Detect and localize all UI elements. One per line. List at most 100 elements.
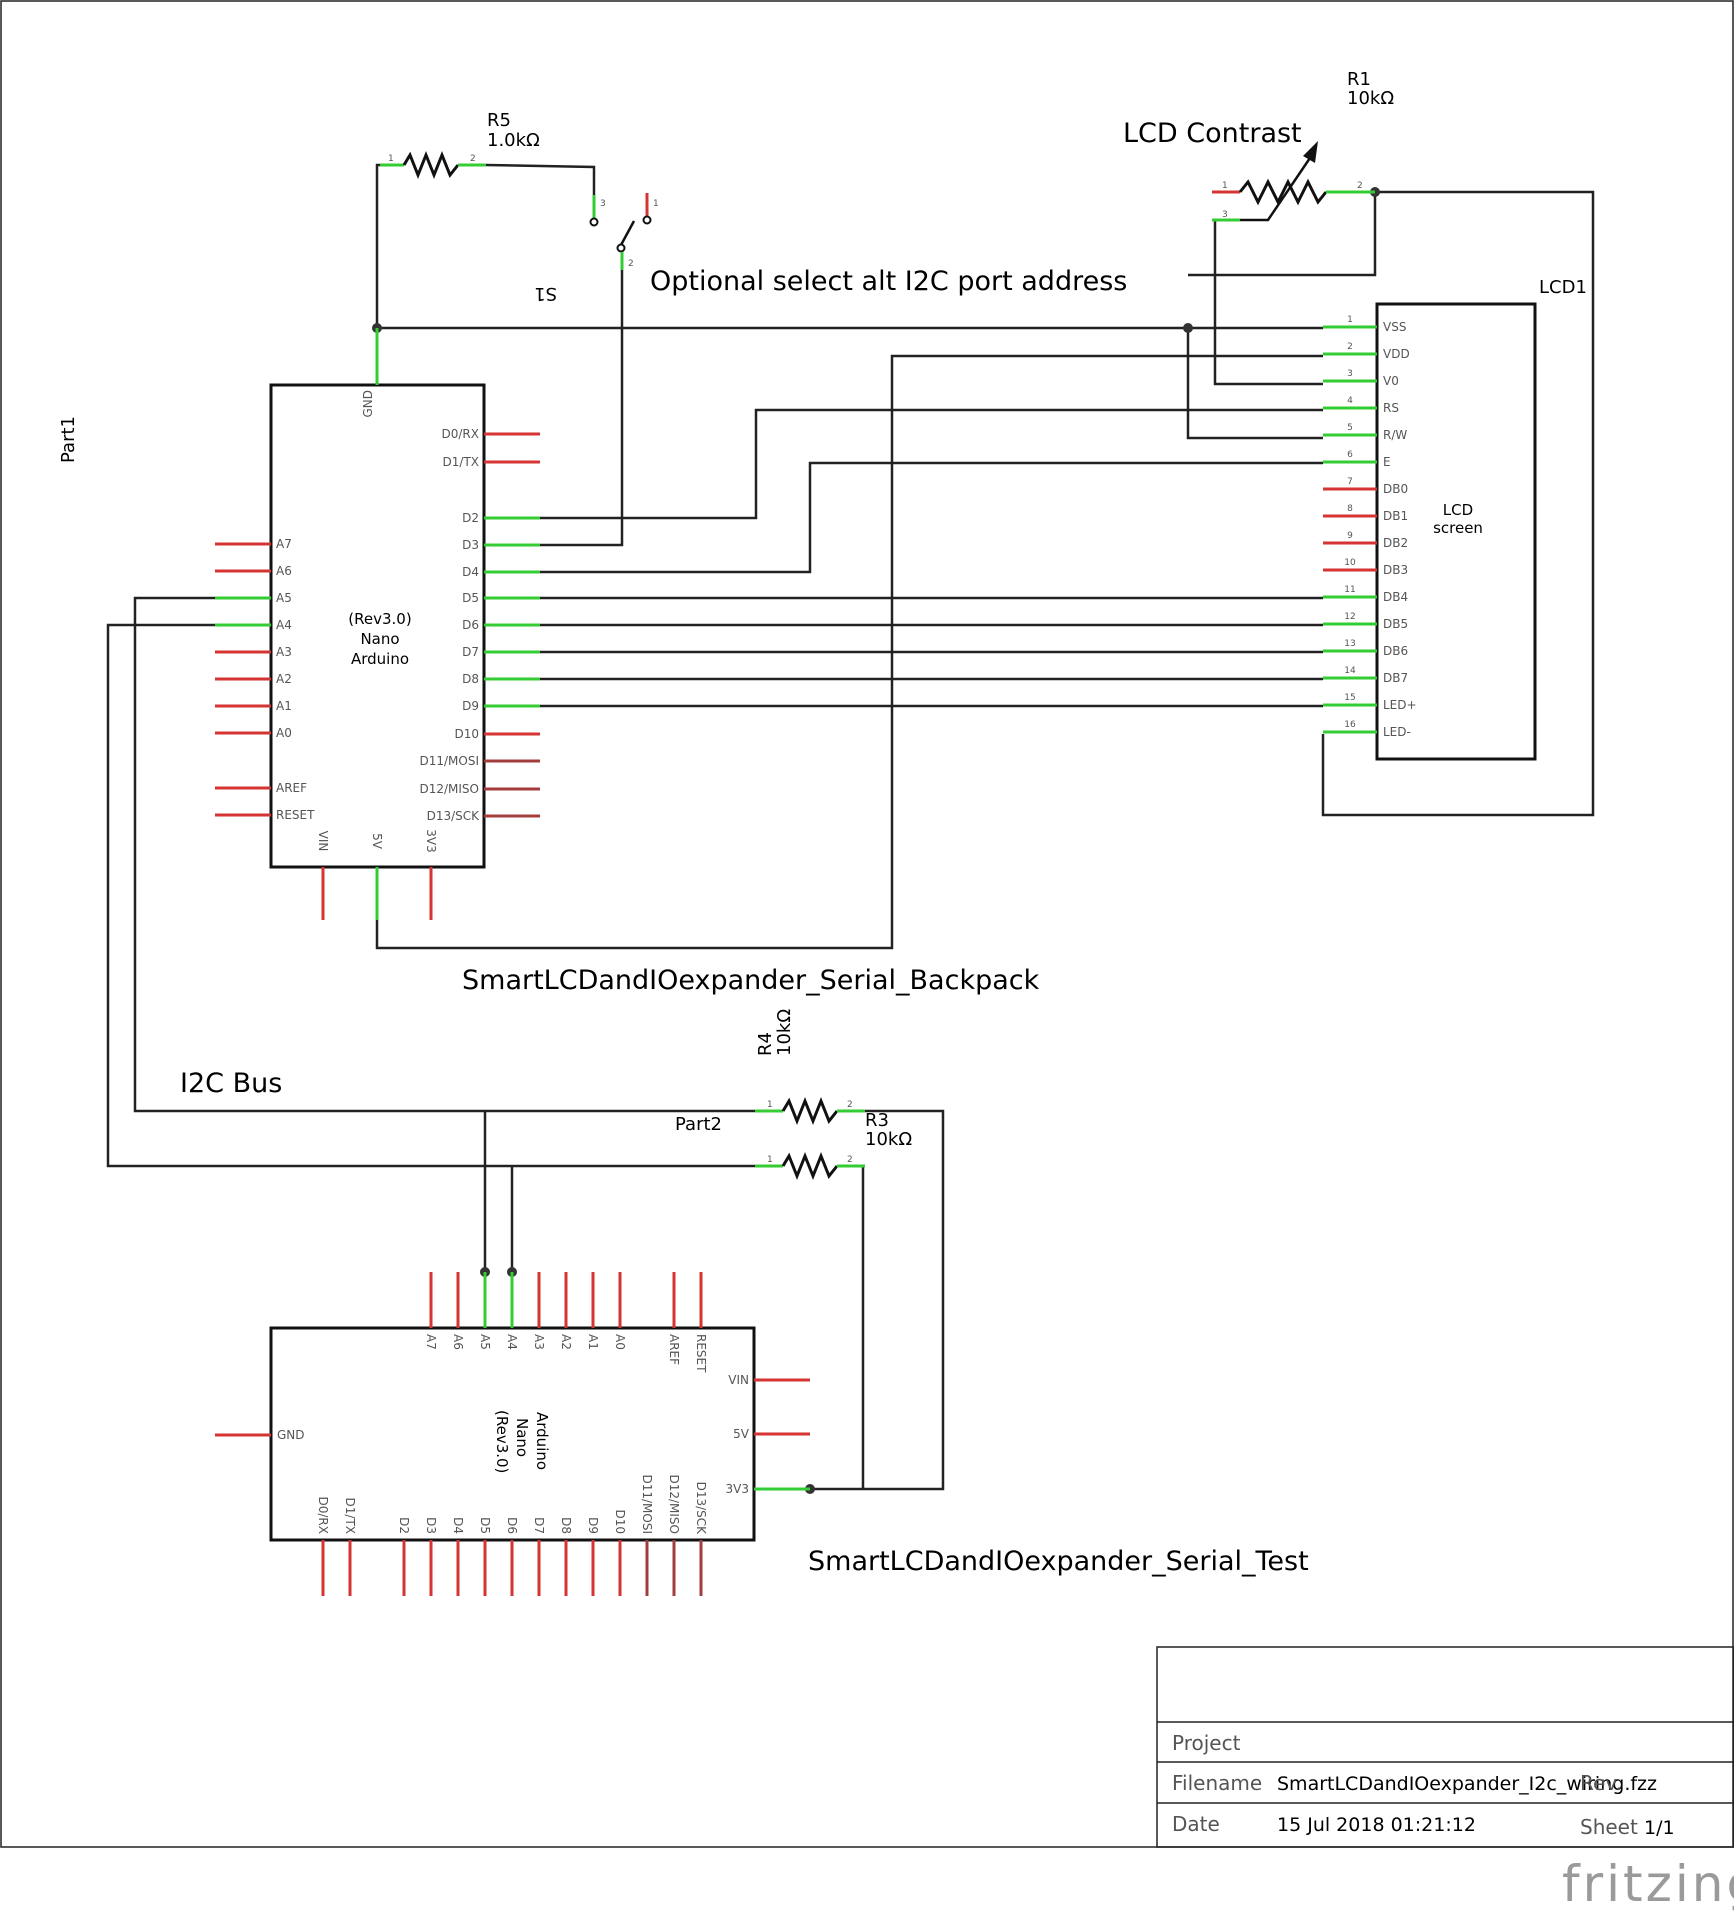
pin-number: 2 [628, 259, 634, 269]
lcd-pin-number: 11 [1344, 585, 1355, 595]
nano1-pin-label: D12/MISO [419, 782, 479, 796]
r1-value: 10kΩ [1347, 88, 1394, 109]
r3-value: 10kΩ [865, 1129, 912, 1150]
lcd-pin-number: 14 [1344, 666, 1356, 676]
lcd-pin-label: VDD [1383, 347, 1410, 361]
r1-ref: R1 [1347, 69, 1371, 90]
nano1-pin-label: A4 [276, 618, 292, 632]
nano2-pin-label: A1 [586, 1334, 600, 1350]
nano1-pin-label: AREF [276, 781, 307, 795]
switch-s1: 3 2 1 [589, 193, 659, 270]
r3-ref: R3 [865, 1110, 889, 1131]
nano1-pin-label: RESET [276, 808, 315, 822]
nano1-pin-label: 5V [370, 833, 384, 850]
resistor-r5: 1 2 [380, 150, 486, 180]
nano1-pin-label: A0 [276, 726, 292, 740]
nano1-body-line2: Nano [360, 630, 399, 648]
lcd-pin-label: E [1383, 455, 1391, 469]
nano2-pin-label: D12/MISO [667, 1474, 681, 1534]
nano1-pin-label: D3 [462, 538, 479, 552]
pin-number: 1 [767, 1155, 773, 1165]
lcd-pin-number: 15 [1344, 693, 1355, 703]
nano1-pin-label: D11/MOSI [419, 754, 479, 768]
nano1-pin-label: A3 [276, 645, 292, 659]
lcd-pin-label: VSS [1383, 320, 1406, 334]
nano2-body-line1: Arduino [533, 1412, 551, 1470]
lcd-pin-number: 7 [1347, 477, 1353, 487]
lcd-pin-number: 4 [1347, 396, 1353, 406]
nano2-body-line3: (Rev3.0) [493, 1410, 511, 1473]
nano2-pin-label: D10 [613, 1509, 627, 1534]
nano2-pin-label: A2 [559, 1334, 573, 1350]
pin-number: 2 [470, 154, 476, 164]
nano1-body [269, 383, 486, 869]
pin-number: 2 [1357, 181, 1363, 191]
nano2-pin-label: D8 [559, 1517, 573, 1534]
nano1-pin-label: A6 [276, 564, 292, 578]
lcd-pin-label: DB5 [1383, 617, 1408, 631]
nano2-pin-label: D3 [424, 1517, 438, 1534]
nano1-pin-label: D6 [462, 618, 479, 632]
nano2-pin-label: D9 [586, 1517, 600, 1534]
lcd-pin-number: 3 [1347, 369, 1353, 379]
rev-label: Rev. [1580, 1771, 1622, 1795]
lcd-body [1375, 302, 1537, 761]
nano1-pin-label: D1/TX [443, 455, 479, 469]
nano2-pin-label: D6 [505, 1517, 519, 1534]
nano1-pin-label: D5 [462, 591, 479, 605]
lcd-pin-label: R/W [1383, 428, 1407, 442]
r5-ref: R5 [487, 110, 511, 131]
nano1-pin-label: A1 [276, 699, 292, 713]
lcd-pin-number: 2 [1347, 342, 1353, 352]
sheet-label: Sheet [1580, 1815, 1638, 1839]
nano1-pin-label: D2 [462, 511, 479, 525]
lcd-pins: VSS1VDD2V03RS4R/W5E6DB07DB18DB29DB310DB4… [1323, 315, 1417, 739]
nano2-pin-label: A4 [505, 1334, 519, 1350]
nano2-pin-label: A3 [532, 1334, 546, 1350]
nano2-pin-label: D11/MOSI [640, 1474, 654, 1534]
lcd-pin-label: DB1 [1383, 509, 1408, 523]
nano1-pins: GNDD0/RXD1/TXD2D3D4D5D6D7D8D9D10D11/MOSI… [215, 328, 540, 920]
lcd-pin-label: DB6 [1383, 644, 1408, 658]
nano1-pin-label: D9 [462, 699, 479, 713]
r5-value: 1.0kΩ [487, 130, 540, 151]
lcd-body-line2: screen [1433, 519, 1483, 537]
arduino-nano-backpack: (Rev3.0) Nano Arduino GNDD0/RXD1/TXD2D3D… [215, 328, 540, 920]
nano2-pin-label: 3V3 [726, 1482, 749, 1496]
nano2-pin-label: A0 [613, 1334, 627, 1350]
nano1-pin-label: D13/SCK [427, 809, 481, 823]
nano2-pin-label: D13/SCK [694, 1482, 708, 1536]
nano1-pin-label: D8 [462, 672, 479, 686]
sheet-value: 1/1 [1644, 1817, 1675, 1839]
nano2-body-line2: Nano [513, 1418, 531, 1457]
lcd-contrast-label: LCD Contrast [1123, 118, 1302, 149]
nano2-pin-label: D4 [451, 1517, 465, 1534]
lcd-pin-number: 12 [1344, 612, 1355, 622]
pin-number: 2 [847, 1100, 853, 1110]
date-label: Date [1172, 1812, 1220, 1836]
optional-select-label: Optional select alt I2C port address [650, 266, 1127, 297]
s1-label: S1 [534, 283, 557, 304]
lcd-pin-label: LED- [1383, 725, 1411, 739]
nano1-pin-label: GND [361, 390, 375, 418]
pin-number: 3 [1222, 210, 1228, 220]
nano2-pin-label: A6 [451, 1334, 465, 1350]
lcd-pin-label: RS [1383, 401, 1399, 415]
r4-value: 10kΩ [774, 1009, 795, 1056]
pin-number: 1 [653, 199, 659, 209]
nano1-pin-label: A7 [276, 537, 292, 551]
nano2-pin-label: D0/RX [316, 1497, 330, 1534]
lcd-pin-number: 8 [1347, 504, 1353, 514]
test-label: SmartLCDandIOexpander_Serial_Test [808, 1546, 1309, 1577]
lcd-pin-label: DB4 [1383, 590, 1408, 604]
part1-label: Part1 [58, 416, 79, 463]
nano2-pin-label: D1/TX [343, 1498, 357, 1534]
nano2-pin-label: AREF [667, 1334, 681, 1365]
nano1-pin-label: D0/RX [442, 427, 479, 441]
nano2-body [269, 1326, 756, 1542]
lcd1-label: LCD1 [1539, 277, 1587, 298]
lcd-pin-number: 16 [1344, 720, 1356, 730]
nano2-pin-label: D7 [532, 1517, 546, 1534]
date-value: 15 Jul 2018 01:21:12 [1277, 1814, 1476, 1836]
